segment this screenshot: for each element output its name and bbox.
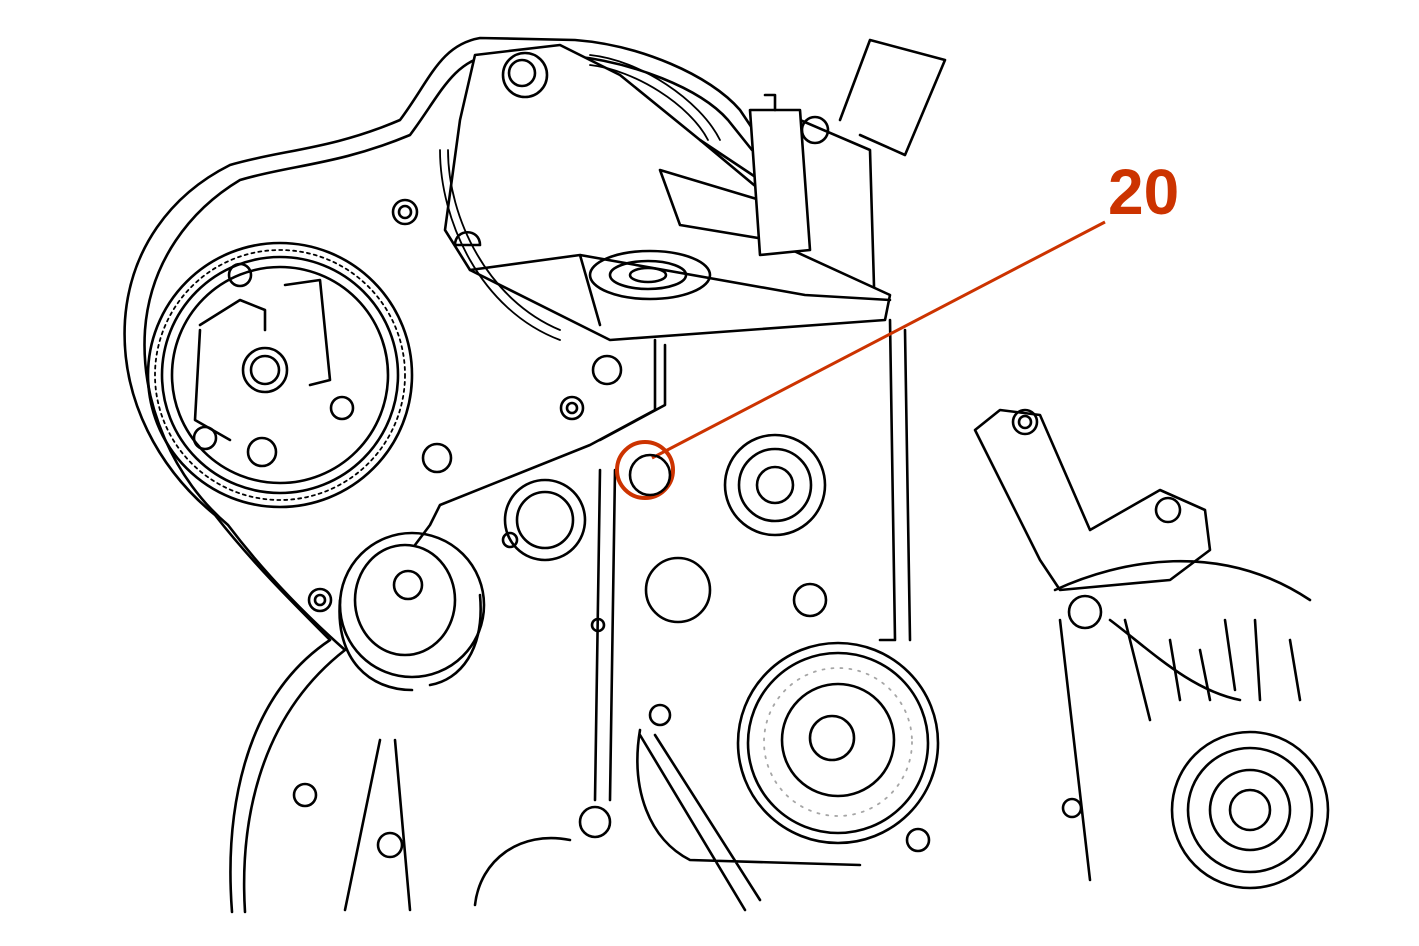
bolt (376, 831, 404, 859)
lower-structure (343, 728, 862, 912)
housing-boss (737, 447, 813, 523)
bolt (1017, 414, 1033, 430)
bracket-housing (413, 338, 657, 547)
bolt (578, 805, 612, 839)
target-bolt (628, 453, 672, 497)
bolt (1154, 496, 1182, 524)
upper-bracket-boss (588, 249, 712, 301)
upper-bracket-hole-inner (507, 58, 537, 88)
sensor-body (748, 108, 812, 257)
bolt (1011, 408, 1039, 436)
housing-boss (723, 433, 827, 537)
housing-boss (644, 556, 712, 624)
bolt (905, 827, 931, 853)
bolt (307, 587, 333, 613)
bolt (590, 617, 606, 633)
housing-boss (755, 465, 795, 505)
bracket-plate (593, 318, 912, 802)
alternator (1053, 559, 1330, 890)
upper-bracket-slot (453, 230, 482, 247)
upper-bracket-boss-inner (608, 259, 688, 291)
camshaft-sprocket (146, 241, 414, 509)
callout-label: 20 (1108, 156, 1180, 228)
bolt (648, 703, 672, 727)
bolt (397, 204, 413, 220)
bolt (1061, 797, 1083, 819)
upper-bracket-face (468, 138, 892, 327)
bolt (591, 354, 623, 386)
bolt (292, 782, 318, 808)
bolt (559, 395, 585, 421)
upper-bracket-boss-hole (628, 266, 668, 284)
bracket-housing-edge (598, 343, 667, 442)
bolt (391, 198, 419, 226)
idler-pulley (736, 641, 940, 845)
bolt (501, 531, 519, 549)
alternator-bracket (973, 408, 1212, 592)
sensor-hole (800, 115, 830, 145)
bolt (313, 593, 327, 607)
timing-cover-outline (123, 36, 877, 914)
housing-boss (515, 490, 575, 550)
bolt (565, 401, 579, 415)
bolt (1067, 594, 1103, 630)
callout-target-circle (615, 440, 675, 500)
tensioner-pulley (338, 531, 486, 692)
sensor-cap (763, 38, 947, 157)
housing-boss (503, 478, 587, 562)
bolt (421, 442, 453, 474)
callout-leader-line (651, 220, 1106, 460)
upper-bracket-hole (501, 51, 549, 99)
bolt (792, 582, 828, 618)
cam-gear-upper-teeth (439, 54, 721, 341)
